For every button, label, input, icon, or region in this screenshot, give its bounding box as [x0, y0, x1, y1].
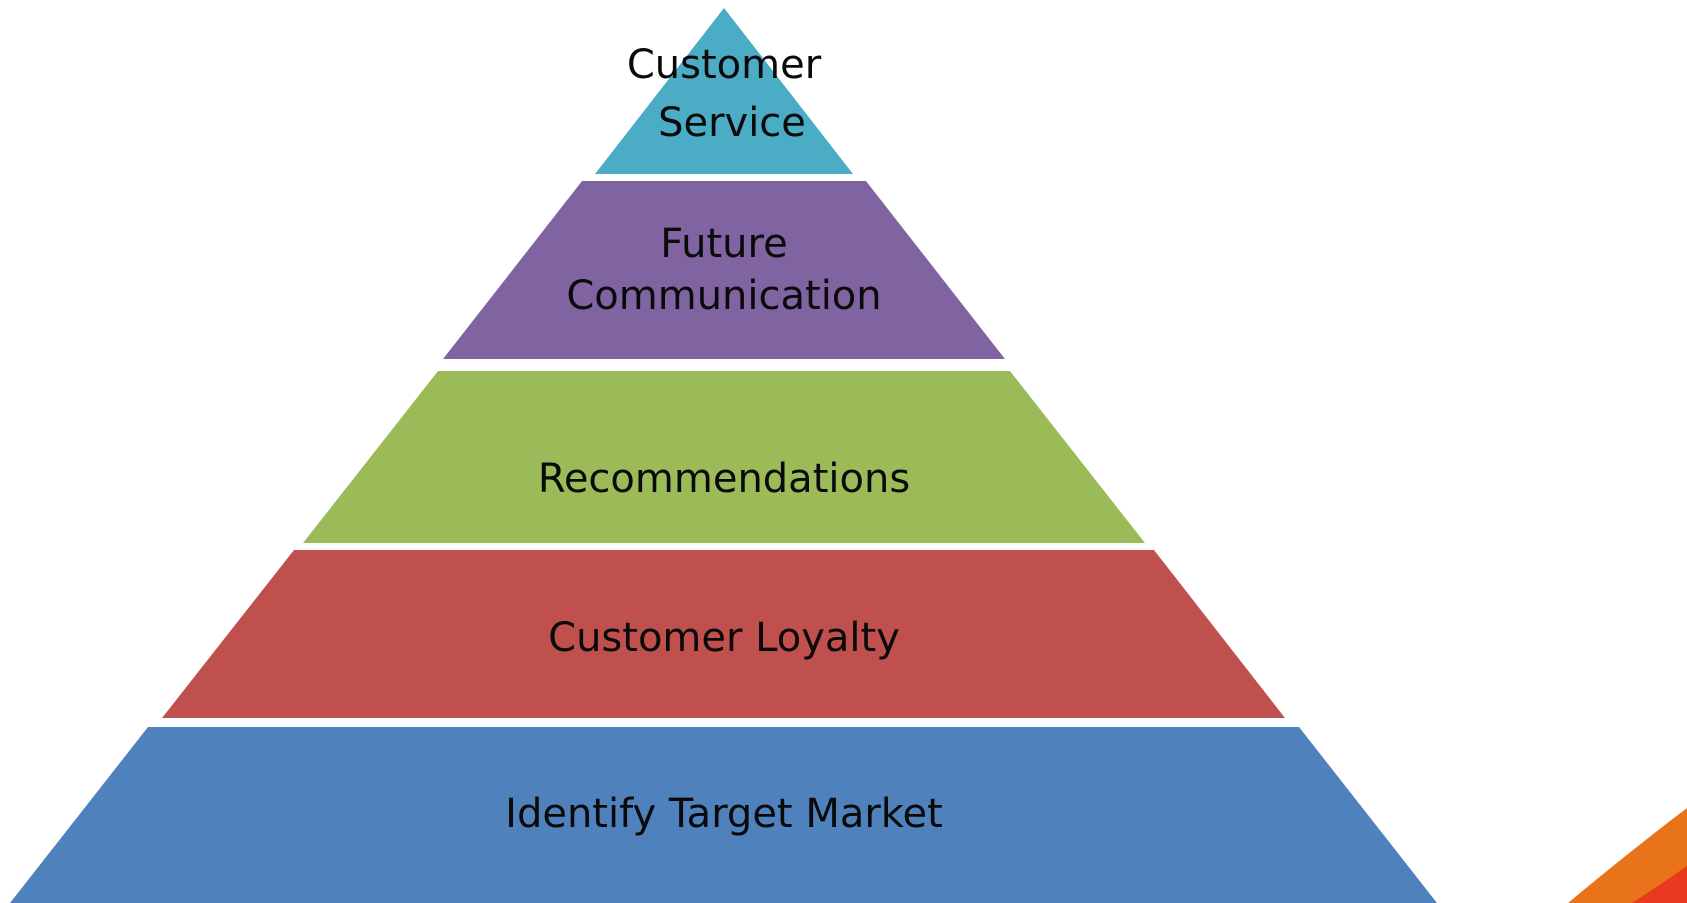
level-label: Recommendations — [538, 456, 910, 502]
level-shape — [443, 181, 1005, 359]
pyramid-level-recommendations: Recommendations — [303, 371, 1145, 543]
swoosh-red — [1632, 866, 1687, 903]
pyramid-level-customer-service: Customer Service — [595, 8, 853, 174]
level-label-line-1: Future — [660, 221, 787, 267]
corner-swoosh-decoration — [1568, 808, 1687, 903]
level-label-line-2: Communication — [566, 273, 881, 319]
level-label: Identify Target Market — [505, 791, 943, 837]
pyramid-level-customer-loyalty: Customer Loyalty — [162, 550, 1285, 718]
level-label-line-1: Customer — [627, 42, 822, 88]
level-label-line-2: Service — [658, 100, 806, 146]
level-label: Customer Loyalty — [548, 615, 900, 661]
level-shape — [595, 8, 853, 174]
level-shape — [303, 371, 1145, 543]
level-shape — [10, 727, 1437, 903]
level-shape — [162, 550, 1285, 718]
pyramid-level-identify-target-market: Identify Target Market — [10, 727, 1437, 903]
pyramid-level-future-communication: Future Communication — [443, 181, 1005, 359]
swoosh-orange — [1568, 808, 1687, 903]
